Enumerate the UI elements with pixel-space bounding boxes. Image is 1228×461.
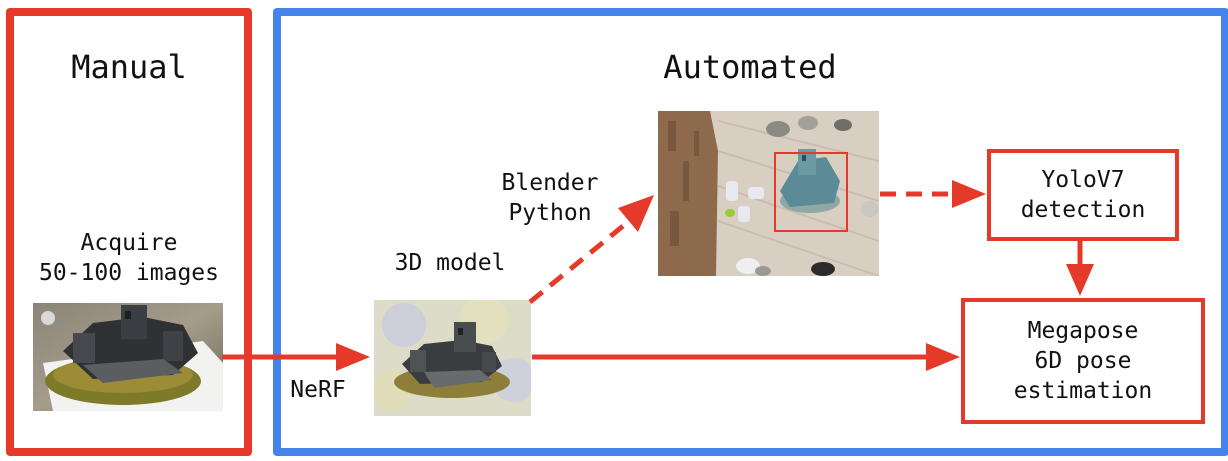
megapose-box: Megapose 6D pose estimation xyxy=(961,298,1205,424)
megapose-line2: 6D pose xyxy=(1034,348,1132,374)
arrow-blender-dashed xyxy=(528,195,654,304)
arrow-yolo-to-megapose xyxy=(1066,237,1094,296)
arrow-render-to-yolo xyxy=(880,180,986,208)
synthetic-render xyxy=(658,111,879,276)
model3d-label: 3D model xyxy=(394,250,506,276)
acquire-label-line1: Acquire xyxy=(80,230,178,256)
arrow-nerf xyxy=(222,343,370,371)
yolo-line1: YoloV7 xyxy=(1041,167,1125,193)
megapose-line3: estimation xyxy=(1013,378,1153,404)
blender-python-label: Blender Python xyxy=(480,168,620,228)
blender-label-line1: Blender xyxy=(501,170,599,196)
nerf-label: NeRF xyxy=(290,377,346,403)
megapose-line1: Megapose xyxy=(1027,318,1139,344)
blender-label-line2: Python xyxy=(508,200,592,226)
model3d-render xyxy=(374,300,531,416)
manual-title: Manual xyxy=(71,48,187,86)
acquired-photo xyxy=(33,303,223,411)
automated-title: Automated xyxy=(663,48,837,86)
manual-panel xyxy=(6,8,252,456)
yolo-detection-box: YoloV7 detection xyxy=(987,149,1179,241)
acquire-label-line2: 50-100 images xyxy=(38,260,219,286)
acquire-label: Acquire 50-100 images xyxy=(22,228,236,288)
arrow-model-to-megapose xyxy=(532,343,960,371)
yolo-line2: detection xyxy=(1020,197,1146,223)
automated-panel xyxy=(273,8,1228,456)
